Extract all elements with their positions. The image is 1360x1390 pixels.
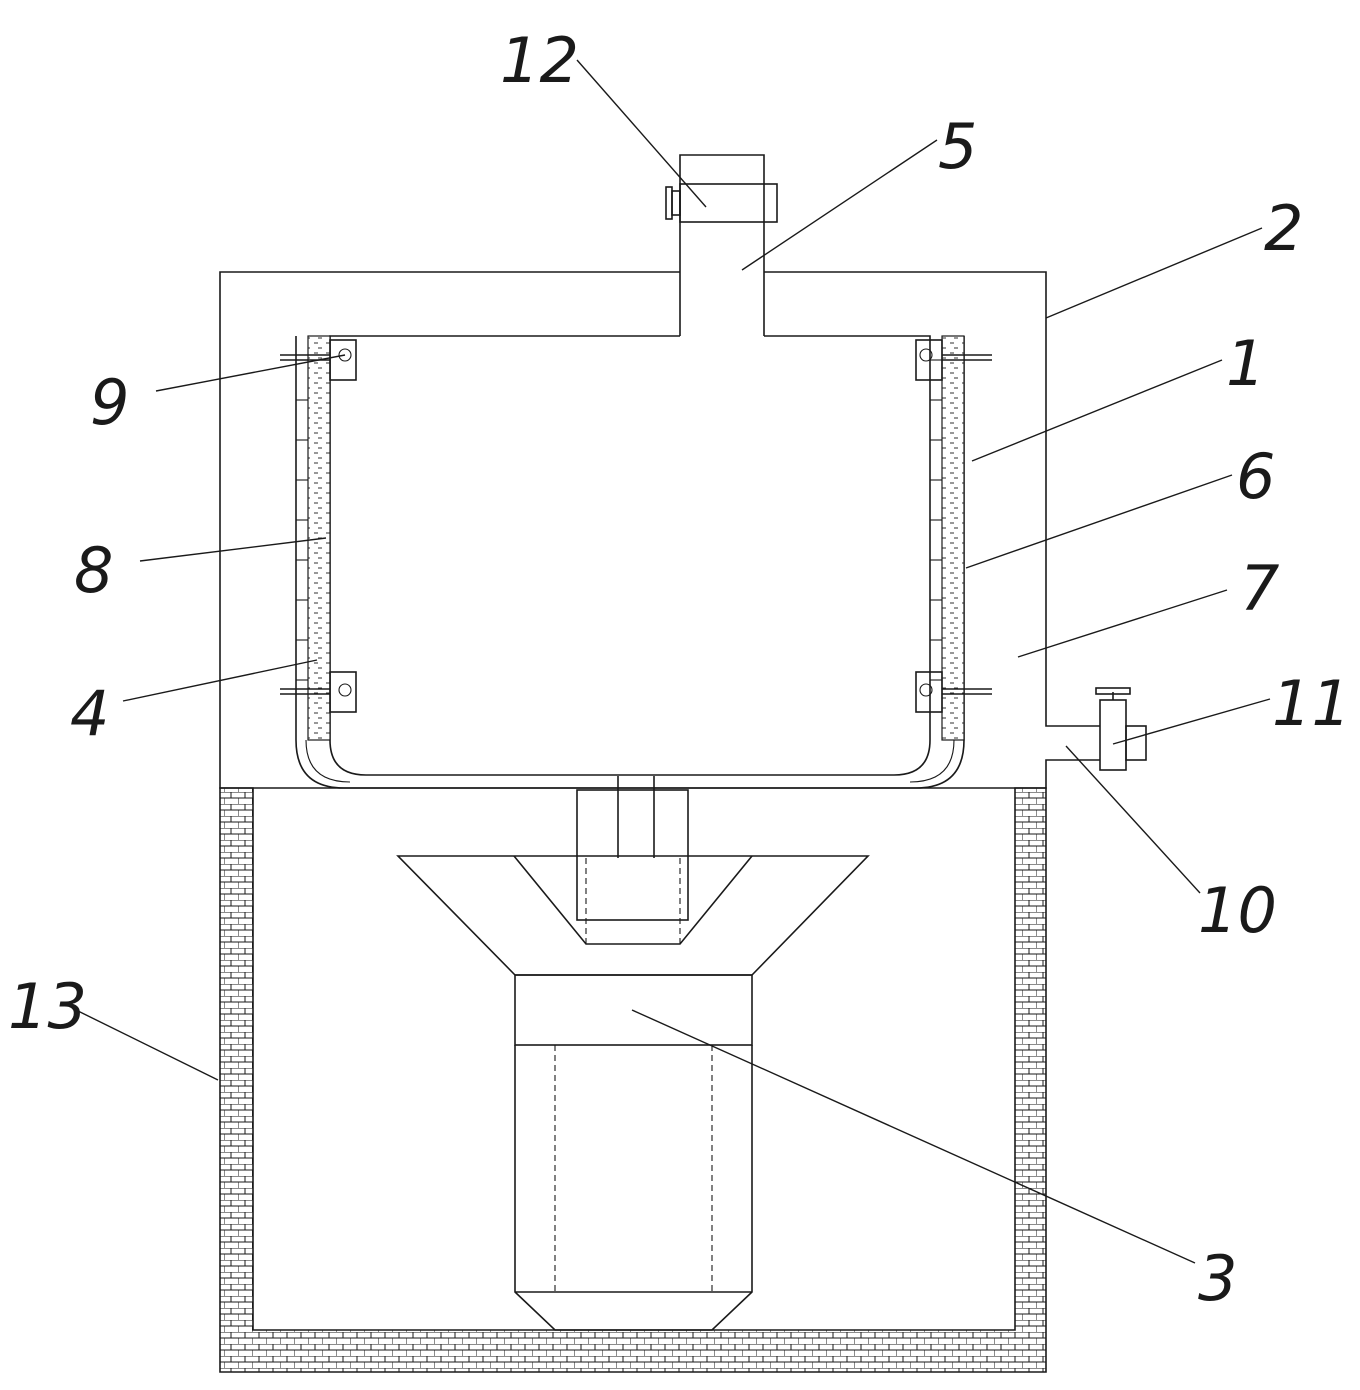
leader-13 bbox=[75, 1009, 219, 1081]
callout-labels: 12 5 2 1 6 7 11 10 9 8 4 13 3 bbox=[8, 24, 1351, 1315]
leader-1 bbox=[971, 359, 1223, 462]
label-5: 5 bbox=[938, 110, 977, 183]
leader-3 bbox=[631, 1009, 1196, 1264]
heating-layer-right bbox=[930, 335, 965, 741]
top-valve bbox=[665, 183, 778, 223]
label-1: 1 bbox=[1226, 327, 1265, 400]
inner-pot bbox=[295, 335, 965, 789]
bolt-top-left bbox=[280, 339, 357, 381]
leader-9 bbox=[155, 354, 346, 392]
label-4: 4 bbox=[70, 677, 109, 750]
leader-5 bbox=[741, 139, 938, 271]
bolt-bottom-right bbox=[915, 671, 992, 713]
brick-base bbox=[219, 787, 1047, 1373]
label-12: 12 bbox=[500, 24, 579, 97]
label-9: 9 bbox=[90, 366, 129, 439]
heating-layer-left bbox=[296, 335, 331, 741]
label-6: 6 bbox=[1236, 440, 1275, 513]
label-10: 10 bbox=[1198, 874, 1277, 947]
burner-stove bbox=[396, 776, 870, 1331]
label-13: 13 bbox=[8, 970, 87, 1043]
leader-2 bbox=[1045, 227, 1263, 319]
leader-7 bbox=[1017, 589, 1228, 658]
leader-10 bbox=[1065, 745, 1201, 894]
label-11: 11 bbox=[1272, 667, 1351, 740]
bolt-top-right bbox=[915, 339, 992, 381]
leader-lines bbox=[75, 59, 1271, 1264]
top-inlet-pipe bbox=[679, 154, 765, 336]
side-outlet-valve bbox=[1095, 687, 1147, 771]
bolt-bottom-left bbox=[280, 671, 357, 713]
leader-12 bbox=[576, 59, 707, 208]
leader-6 bbox=[965, 474, 1233, 569]
leader-4 bbox=[122, 659, 318, 702]
outer-jacket bbox=[219, 271, 1100, 789]
leader-8 bbox=[139, 537, 327, 562]
leader-11 bbox=[1112, 698, 1271, 745]
label-7: 7 bbox=[1240, 552, 1279, 625]
label-2: 2 bbox=[1264, 192, 1303, 265]
label-8: 8 bbox=[74, 534, 113, 607]
label-3: 3 bbox=[1198, 1242, 1237, 1315]
